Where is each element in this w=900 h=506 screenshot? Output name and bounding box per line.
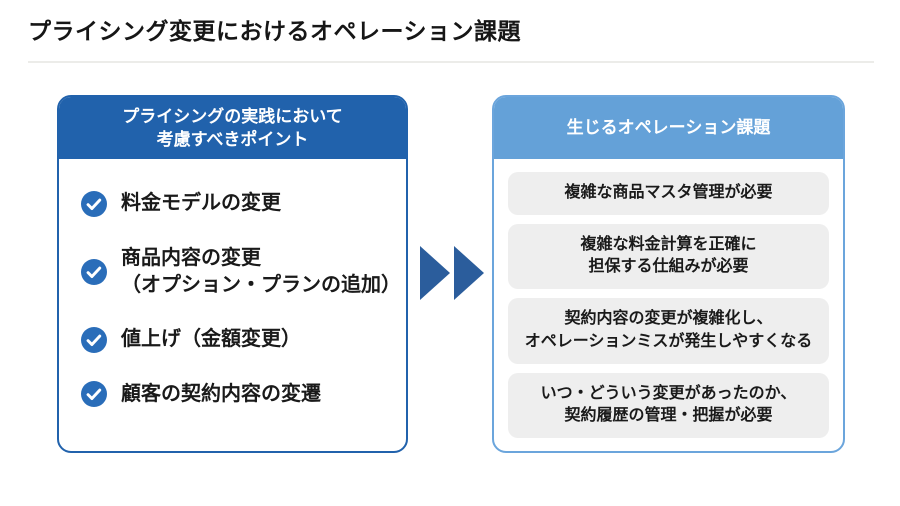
list-item-text: 商品内容の変更 <box>121 246 261 269</box>
pricing-considerations-header-line1: プライシングの実践において <box>122 106 343 126</box>
list-item-text: 顧客の契約内容の変遷 <box>121 382 321 405</box>
list-item-label: 商品内容の変更 （オプション・プランの追加） <box>121 245 401 299</box>
challenge-item: いつ・どういう変更があったのか、 契約履歴の管理・把握が必要 <box>508 372 829 439</box>
arrow-right-icon <box>454 246 484 300</box>
check-circle-icon <box>81 381 107 408</box>
challenge-item: 契約内容の変更が複雑化し、 オペレーションミスが発生しやすくなる <box>508 298 829 364</box>
list-item: 料金モデルの変更 <box>81 190 396 217</box>
challenge-item: 複雑な商品マスタ管理が必要 <box>508 172 829 215</box>
check-circle-icon <box>81 190 107 217</box>
list-item: 値上げ（金額変更） <box>81 326 396 353</box>
pricing-considerations-panel: プライシングの実践において 考慮すべきポイント 料金モデルの変更 <box>57 95 408 453</box>
list-item-subtext: （オプション・プランの追加） <box>121 273 401 296</box>
pricing-considerations-header-line2: 考慮すべきポイント <box>156 130 309 149</box>
considerations-list: 料金モデルの変更 商品内容の変更 （オプション・プランの追加） <box>59 159 406 451</box>
operation-challenges-panel: 生じるオペレーション課題 複雑な商品マスタ管理が必要 複雑な料金計算を正確に 担… <box>492 95 845 453</box>
list-item-text: 値上げ（金額変更） <box>121 328 301 351</box>
challenge-item-text: 契約内容の変更が複雑化し、 <box>564 310 773 328</box>
list-item-text: 料金モデルの変更 <box>121 192 281 215</box>
challenge-item-text: 複雑な料金計算を正確に <box>580 235 757 253</box>
list-item-label: 顧客の契約内容の変遷 <box>121 381 321 408</box>
challenge-item-text2: 担保する仕組みが必要 <box>588 258 749 276</box>
challenge-item: 複雑な料金計算を正確に 担保する仕組みが必要 <box>508 223 829 290</box>
operation-challenges-header-text: 生じるオペレーション課題 <box>566 118 771 138</box>
page-title: プライシング変更におけるオペレーション課題 <box>28 18 522 44</box>
challenge-item-text2: 契約履歴の管理・把握が必要 <box>564 407 773 425</box>
list-item-label: 値上げ（金額変更） <box>121 326 301 353</box>
check-circle-icon <box>81 326 107 353</box>
challenge-item-text: 複雑な商品マスタ管理が必要 <box>564 184 773 201</box>
title-divider <box>28 61 874 63</box>
arrow-right-icon <box>420 246 450 300</box>
list-item-label: 料金モデルの変更 <box>121 190 281 217</box>
challenges-list: 複雑な商品マスタ管理が必要 複雑な料金計算を正確に 担保する仕組みが必要 契約内… <box>494 159 843 450</box>
challenge-item-text: いつ・どういう変更があったのか、 <box>540 384 797 402</box>
operation-challenges-header: 生じるオペレーション課題 <box>494 97 843 159</box>
pricing-considerations-header: プライシングの実践において 考慮すべきポイント <box>59 97 406 159</box>
challenge-item-text2: オペレーションミスが発生しやすくなる <box>524 332 813 350</box>
list-item: 商品内容の変更 （オプション・プランの追加） <box>81 245 401 299</box>
check-circle-icon <box>81 258 107 285</box>
list-item: 顧客の契約内容の変遷 <box>81 381 396 408</box>
flow-arrows <box>420 246 484 300</box>
